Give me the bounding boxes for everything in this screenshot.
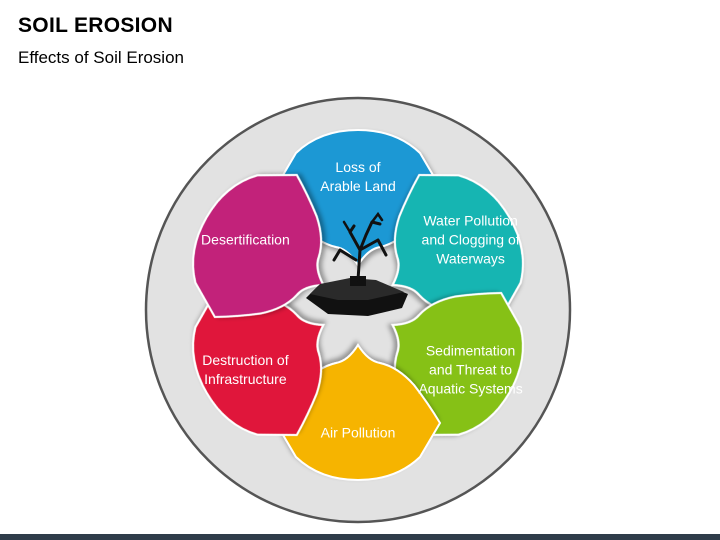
page-title: SOIL EROSION	[18, 14, 173, 37]
effect-label-sediment: Sedimentation and Threat to Aquatic Syst…	[418, 342, 523, 397]
effect-label-air: Air Pollution	[320, 424, 396, 441]
effect-label-arable: Loss of Arable Land	[320, 159, 396, 194]
dead-tree-icon	[306, 211, 408, 316]
effect-label-infrastructure: Destruction of Infrastructure	[202, 352, 289, 387]
effect-label-water: Water Pollution and Clogging of Waterway…	[421, 212, 520, 267]
bottom-bar	[0, 534, 720, 540]
effect-label-desert: Desertification	[201, 231, 290, 248]
page-subtitle: Effects of Soil Erosion	[18, 48, 184, 67]
